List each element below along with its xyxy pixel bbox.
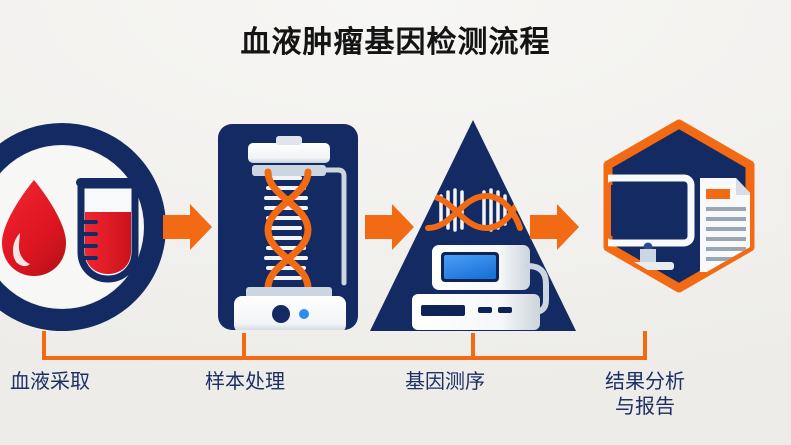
step-2-label: 样本处理: [205, 371, 285, 393]
step-3-label: 基因测序: [405, 371, 485, 393]
arrow-right-icon-3: [530, 204, 579, 250]
machine-top-block: [248, 143, 330, 163]
document-header-bar: [706, 189, 730, 199]
step-4-label: 结果分析 与报告: [605, 371, 685, 418]
arrow-right-icon-2: [365, 204, 414, 250]
report-document-icon: [700, 178, 750, 272]
flow-connector: [42, 331, 647, 360]
step-1-label: 血液采取: [10, 371, 90, 393]
test-tube-icon: [76, 178, 140, 283]
step-3-gene-sequencing[interactable]: [370, 120, 576, 331]
page-title: 血液肿瘤基因检测流程: [240, 26, 551, 59]
machine-base: [234, 296, 346, 330]
dna-helix-icon: [264, 168, 312, 292]
step-1-blood-collection[interactable]: [0, 123, 166, 331]
sequencer-machine-icon: [412, 245, 549, 330]
sequencer-screen: [444, 255, 496, 279]
machine-led: [299, 309, 309, 319]
blood-drop-icon: [2, 180, 66, 276]
step-2-sample-processing[interactable]: [218, 124, 358, 333]
monitor-icon: [608, 174, 695, 270]
machine-knob: [272, 305, 290, 323]
arrow-right-icon-1: [163, 204, 212, 250]
circle-ring-shape: [0, 123, 166, 331]
step-4-analysis-report[interactable]: [603, 119, 755, 293]
